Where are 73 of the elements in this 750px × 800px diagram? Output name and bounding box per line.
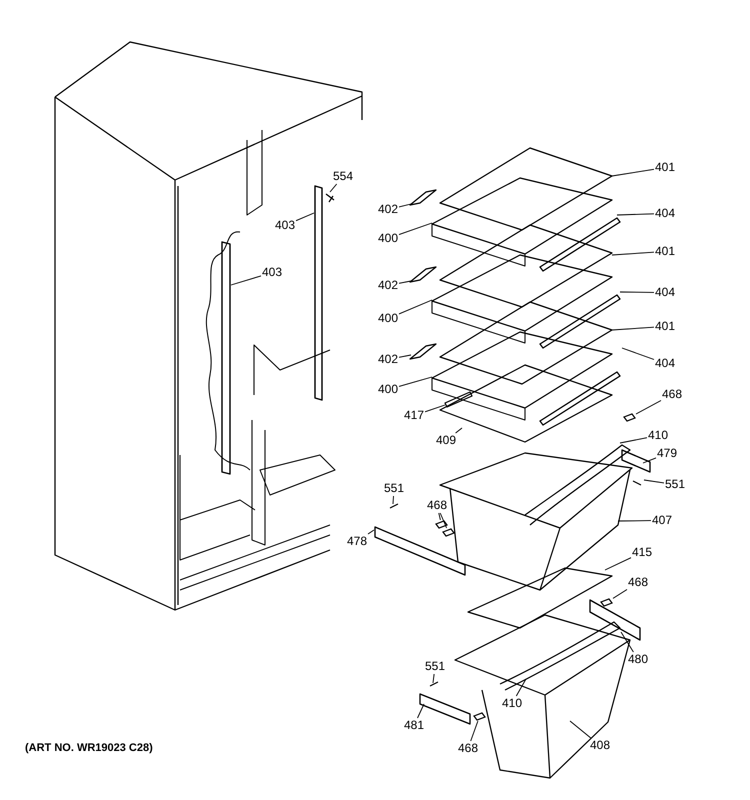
callout-number: 403 bbox=[275, 219, 296, 232]
callout-number: 409 bbox=[436, 434, 456, 447]
callout-number: 408 bbox=[590, 739, 610, 752]
callout-number: 404 bbox=[655, 286, 676, 299]
clip-icon bbox=[623, 413, 636, 422]
leader-line bbox=[618, 520, 652, 522]
leader-line bbox=[432, 674, 435, 684]
leader-line bbox=[620, 292, 654, 293]
leader-line bbox=[392, 496, 394, 504]
leader-line bbox=[398, 354, 412, 358]
leader-line bbox=[604, 557, 632, 570]
callout-number: 554 bbox=[333, 170, 354, 183]
callout-number: 551 bbox=[665, 478, 686, 491]
callout-number: 481 bbox=[404, 719, 424, 732]
callout-number: 400 bbox=[378, 383, 398, 396]
callout-number: 404 bbox=[655, 207, 676, 220]
callout-number: 468 bbox=[662, 388, 682, 401]
clip-icon bbox=[473, 712, 486, 721]
leader-line bbox=[516, 678, 526, 696]
leader-line bbox=[612, 252, 654, 256]
leader-line bbox=[398, 280, 412, 284]
callout-number: 401 bbox=[655, 245, 676, 258]
callout-number: 551 bbox=[384, 482, 404, 495]
callout-number: 400 bbox=[378, 232, 398, 245]
leader-line bbox=[424, 404, 446, 412]
callout-number: 407 bbox=[652, 514, 672, 527]
callout-number: 551 bbox=[425, 660, 446, 673]
clip-icon bbox=[442, 528, 455, 537]
callout-number: 479 bbox=[657, 447, 678, 460]
leader-line bbox=[622, 348, 654, 360]
callout-number: 468 bbox=[628, 576, 648, 589]
leader-line bbox=[612, 168, 654, 176]
callout-number: 468 bbox=[458, 742, 478, 755]
callout-number: 402 bbox=[378, 353, 398, 366]
callout-number: 410 bbox=[502, 697, 522, 710]
callout-number: 403 bbox=[262, 266, 282, 279]
leader-line bbox=[398, 222, 432, 236]
leader-line bbox=[438, 512, 441, 520]
callout-number: 402 bbox=[378, 279, 398, 292]
callout-number: 468 bbox=[427, 499, 448, 512]
leader-line bbox=[417, 704, 424, 718]
leader-line bbox=[570, 720, 592, 738]
callout-number: 415 bbox=[632, 546, 652, 559]
callout-number: 402 bbox=[378, 203, 398, 216]
leader-line bbox=[368, 530, 374, 534]
leader-line bbox=[642, 457, 656, 464]
leader-line bbox=[398, 204, 412, 208]
leader-line bbox=[398, 376, 432, 387]
leader-line bbox=[620, 632, 634, 652]
callout-number: 400 bbox=[378, 312, 398, 325]
callout-number: 404 bbox=[655, 357, 676, 370]
callout-number: 410 bbox=[648, 429, 668, 442]
callout-number: 401 bbox=[655, 161, 676, 174]
leader-line bbox=[612, 589, 628, 599]
callout-number: 478 bbox=[347, 535, 368, 548]
callout-number: 480 bbox=[628, 653, 648, 666]
callout-number: 401 bbox=[655, 320, 676, 333]
leader-line bbox=[455, 428, 462, 434]
leader-line bbox=[616, 213, 654, 216]
leader-line bbox=[230, 275, 262, 286]
leader-line bbox=[644, 480, 664, 484]
leader-line bbox=[620, 437, 648, 444]
leader-line bbox=[470, 720, 478, 742]
art-number-note: (ART NO. WR19023 C28) bbox=[25, 742, 153, 754]
leader-line bbox=[636, 400, 662, 414]
leader-line bbox=[612, 326, 654, 330]
leader-line bbox=[440, 512, 448, 528]
callout-number: 417 bbox=[404, 409, 424, 422]
leader-line bbox=[330, 184, 338, 192]
clip-icon bbox=[435, 520, 448, 529]
leader-line bbox=[296, 212, 314, 222]
leader-line bbox=[398, 300, 432, 314]
clip-icon bbox=[600, 598, 613, 607]
